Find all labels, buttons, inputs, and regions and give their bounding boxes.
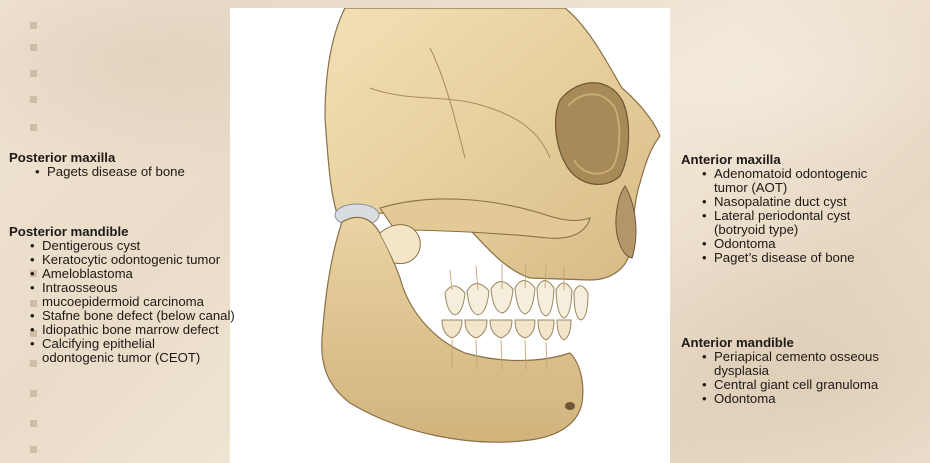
list-item: Pagets disease of bone — [35, 165, 185, 179]
mental-foramen — [565, 402, 575, 410]
list-item: Keratocytic odontogenic tumor — [30, 253, 235, 267]
list-item: Nasopalatine duct cyst — [702, 195, 867, 209]
lower-teeth — [442, 320, 571, 340]
posterior-mandible-title: Posterior mandible — [9, 224, 235, 239]
list-item: Dentigerous cyst — [30, 239, 235, 253]
list-item: Stafne bone defect (below canal) — [30, 309, 235, 323]
upper-teeth — [445, 281, 588, 321]
posterior-maxilla-title: Posterior maxilla — [9, 150, 185, 165]
anterior-mandible-section: Anterior mandible Periapical cemento oss… — [681, 335, 879, 406]
anterior-maxilla-title: Anterior maxilla — [681, 152, 867, 167]
list-item: Lateral periodontal cyst(botryoid type) — [702, 209, 867, 237]
list-item: Odontoma — [702, 392, 879, 406]
skull-illustration-panel — [230, 8, 670, 463]
posterior-maxilla-section: Posterior maxilla Pagets disease of bone — [9, 150, 185, 179]
list-item: Idiopathic bone marrow defect — [30, 323, 235, 337]
anterior-maxilla-section: Anterior maxilla Adenomatoid odontogenic… — [681, 152, 867, 265]
anterior-mandible-title: Anterior mandible — [681, 335, 879, 350]
list-item: Ameloblastoma — [30, 267, 235, 281]
list-item: Central giant cell granuloma — [702, 378, 879, 392]
list-item: Odontoma — [702, 237, 867, 251]
posterior-mandible-section: Posterior mandible Dentigerous cyst Kera… — [9, 224, 235, 365]
list-item: Paget’s disease of bone — [702, 251, 867, 265]
skull-lateral-illustration — [230, 8, 670, 463]
